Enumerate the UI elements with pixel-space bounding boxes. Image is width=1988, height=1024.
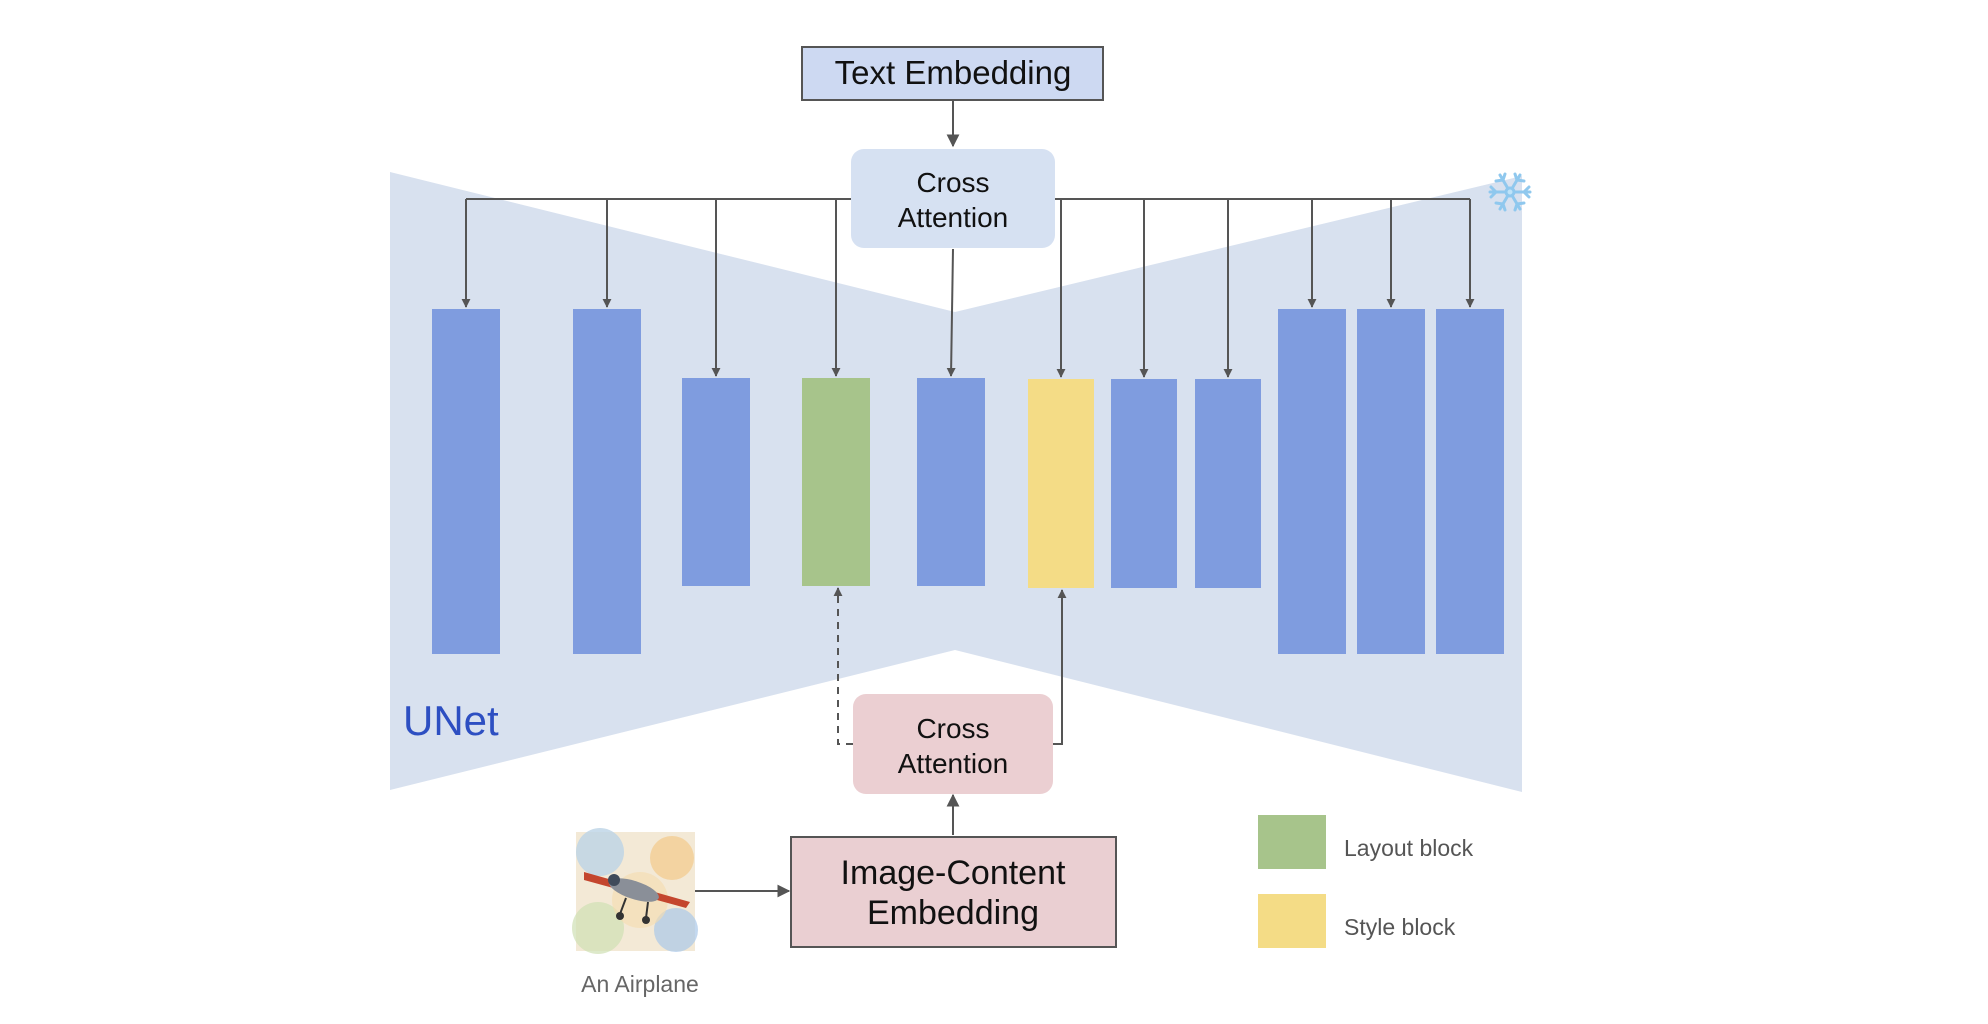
- unet-block-10: [1436, 309, 1504, 654]
- image-content-embedding-box: Image-Content Embedding: [790, 836, 1117, 948]
- cross-attention-top-line2: Attention: [898, 202, 1009, 233]
- image-content-embedding-line2: Embedding: [867, 894, 1039, 932]
- legend: Layout block Style block: [1258, 815, 1474, 948]
- unet-block-mid: [917, 378, 985, 586]
- cross-attention-bottom-line2: Attention: [898, 748, 1009, 779]
- input-image-caption: An Airplane: [581, 971, 699, 997]
- text-embedding-box: Text Embedding: [801, 46, 1104, 101]
- layout-block: [802, 378, 870, 586]
- unet-block-3: [682, 378, 750, 586]
- cross-attention-top-line1: Cross: [916, 167, 989, 198]
- unet-block-1: [432, 309, 500, 654]
- text-embedding-label: Text Embedding: [835, 54, 1072, 91]
- dashed-arrow-to-layout-block: [833, 587, 853, 745]
- legend-swatch-layout: [1258, 815, 1326, 869]
- unet-block-7: [1195, 379, 1261, 588]
- legend-label-layout: Layout block: [1344, 835, 1474, 861]
- unet-block-9: [1357, 309, 1425, 654]
- unet-label: UNet: [403, 697, 499, 744]
- unet-block-8: [1278, 309, 1346, 654]
- snowflake-icon: [1488, 172, 1532, 212]
- image-content-embedding-line1: Image-Content: [841, 854, 1066, 892]
- legend-swatch-style: [1258, 894, 1326, 948]
- arrow-to-style-block-bottom: [1053, 589, 1067, 745]
- unet-block-6: [1111, 379, 1177, 588]
- cross-attention-bottom-line1: Cross: [916, 713, 989, 744]
- cross-attention-bottom: Cross Attention: [853, 694, 1053, 794]
- airplane-watercolor-thumbnail: [572, 828, 698, 954]
- unet-block-2: [573, 309, 641, 654]
- style-block: [1028, 379, 1094, 588]
- cross-attention-top: Cross Attention: [851, 149, 1055, 248]
- arrow-to-mid-block: [946, 248, 956, 377]
- legend-label-style: Style block: [1344, 914, 1456, 940]
